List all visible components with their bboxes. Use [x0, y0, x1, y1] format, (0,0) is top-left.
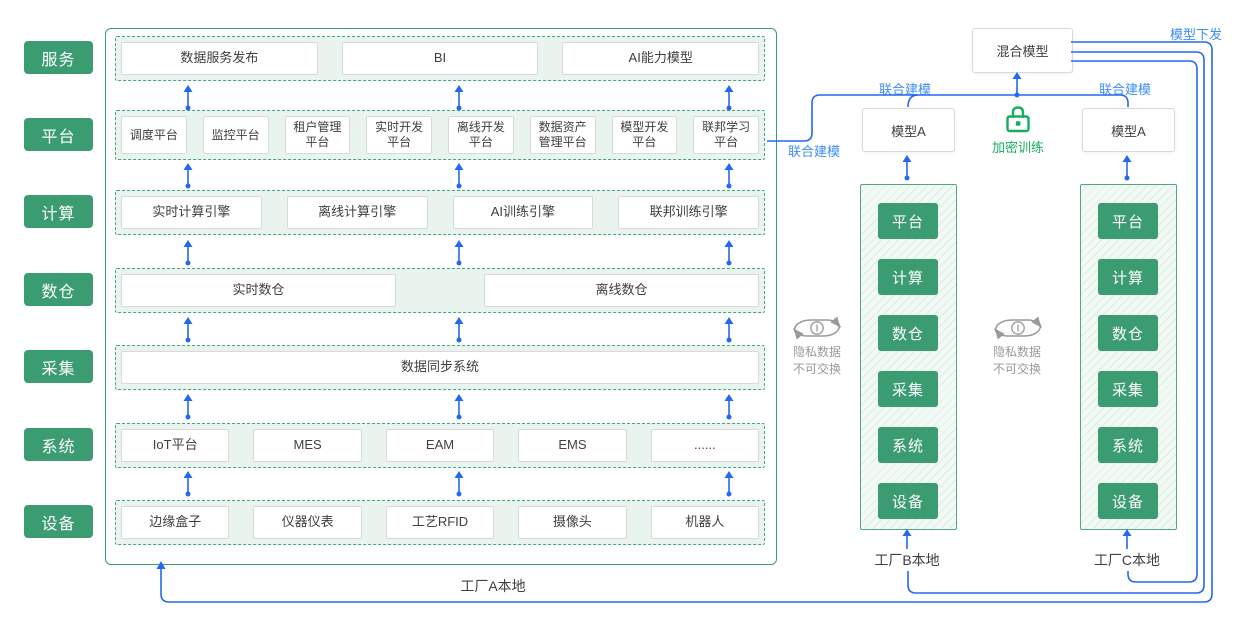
system-box: EMS	[518, 429, 627, 462]
platform-box: 调度平台	[121, 116, 187, 154]
system-box: EAM	[385, 429, 495, 462]
collection-box: 数据同步系统	[121, 351, 759, 384]
device-box: 摄像头	[518, 506, 627, 539]
stack-box: 平台	[878, 203, 938, 239]
model-a-left-box: 模型A	[862, 108, 955, 152]
computing-box: 离线计算引擎	[286, 196, 428, 229]
computing-box: 实时计算引擎	[121, 196, 262, 229]
privacy-note-line1: 隐私数据	[992, 345, 1041, 359]
platform-box: 模型开发平台	[611, 116, 678, 154]
layer-tag-system: 系统	[24, 428, 93, 461]
joint-modeling-label: 联合建模	[879, 82, 932, 97]
platform-box: 数据资产管理平台	[529, 116, 596, 154]
factory-b-stack: 平台 计算 数仓 采集 系统 设备	[860, 184, 957, 530]
stack-box: 采集	[878, 371, 938, 407]
stack-box: 系统	[1098, 427, 1158, 463]
stack-box: 计算	[878, 259, 938, 295]
lock-icon	[1001, 103, 1035, 140]
warehouse-box: 离线数仓	[484, 274, 759, 307]
service-box: AI能力模型	[562, 42, 760, 75]
system-box: MES	[253, 429, 362, 462]
service-row: 数据服务发布 BI AI能力模型	[115, 36, 765, 81]
model-a-right-arrow	[1122, 155, 1132, 181]
stack-box: 数仓	[1098, 315, 1158, 351]
hybrid-model-arrow	[1012, 72, 1022, 95]
computing-box: AI训练引擎	[452, 196, 594, 229]
computing-row: 实时计算引擎 离线计算引擎 AI训练引擎 联邦训练引擎	[115, 190, 765, 235]
junction-dot	[1014, 92, 1020, 98]
system-box: ......	[650, 429, 760, 462]
factory-a-label: 工厂A本地	[460, 578, 526, 594]
device-box: 边缘盒子	[121, 506, 230, 539]
factory-c-up-arrow	[1122, 529, 1132, 549]
platform-box: 实时开发平台	[366, 116, 432, 154]
platform-box: 联邦学习平台	[693, 116, 759, 154]
layer-tag-warehouse: 数仓	[24, 273, 93, 306]
privacy-note-line1: 隐私数据	[792, 345, 841, 359]
joint-modeling-label: 联合建模	[1099, 82, 1152, 97]
platform-box: 监控平台	[202, 116, 269, 154]
service-box: 数据服务发布	[121, 42, 318, 75]
hybrid-model-box: 混合模型	[972, 28, 1073, 73]
computing-box: 联邦训练引擎	[618, 196, 759, 229]
layer-tag-computing: 计算	[24, 195, 93, 228]
collection-row: 数据同步系统	[115, 345, 765, 390]
model-a-left-arrow	[902, 155, 912, 181]
joint-modeling-label: 联合建模	[788, 144, 841, 159]
layer-tag-platform: 平台	[24, 118, 93, 151]
stack-box: 采集	[1098, 371, 1158, 407]
stack-box: 设备	[878, 483, 938, 519]
stack-box: 设备	[1098, 483, 1158, 519]
model-distribution-label: 模型下发	[1170, 27, 1223, 42]
device-box: 机器人	[650, 506, 760, 539]
platform-box: 租户管理平台	[284, 116, 351, 154]
platform-box: 离线开发平台	[448, 116, 514, 154]
encrypted-training-label: 加密训练	[991, 140, 1044, 155]
privacy-note-line2: 不可交换	[992, 362, 1041, 376]
platform-row: 调度平台 监控平台 租户管理平台 实时开发平台 离线开发平台 数据资产管理平台 …	[115, 110, 765, 160]
layer-tag-service: 服务	[24, 41, 93, 74]
device-box: 仪器仪表	[253, 506, 362, 539]
factory-b-label: 工厂B本地	[874, 552, 940, 568]
device-box: 工艺RFID	[385, 506, 495, 539]
warehouse-box: 实时数仓	[121, 274, 396, 307]
stack-box: 平台	[1098, 203, 1158, 239]
service-box: BI	[341, 42, 539, 75]
model-a-right-box: 模型A	[1082, 108, 1175, 152]
stack-box: 计算	[1098, 259, 1158, 295]
device-row: 边缘盒子 仪器仪表 工艺RFID 摄像头 机器人	[115, 500, 765, 545]
system-row: IoT平台 MES EAM EMS ......	[115, 423, 765, 468]
factory-b-up-arrow	[902, 529, 912, 549]
factory-c-stack: 平台 计算 数仓 采集 系统 设备	[1080, 184, 1177, 530]
layer-tag-collection: 采集	[24, 350, 93, 383]
stack-box: 数仓	[878, 315, 938, 351]
no-exchange-icon	[990, 316, 1046, 345]
privacy-note-line2: 不可交换	[792, 362, 841, 376]
no-exchange-icon	[789, 316, 845, 345]
stack-box: 系统	[878, 427, 938, 463]
factory-c-label: 工厂C本地	[1093, 552, 1161, 568]
system-box: IoT平台	[121, 429, 230, 462]
layer-tag-device: 设备	[24, 505, 93, 538]
warehouse-row: 实时数仓 离线数仓	[115, 268, 765, 313]
